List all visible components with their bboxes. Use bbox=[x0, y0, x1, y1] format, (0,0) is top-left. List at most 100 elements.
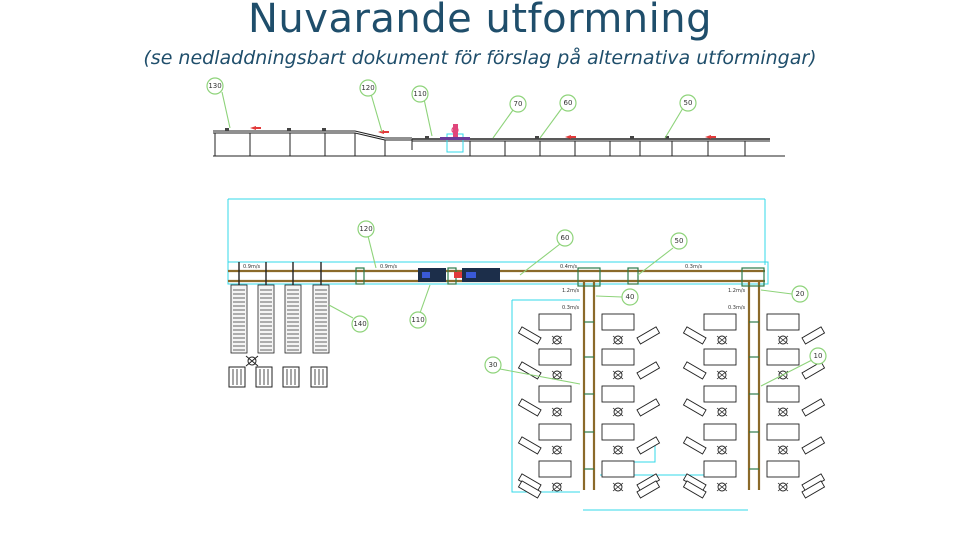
operator-icon bbox=[612, 407, 624, 417]
workstation-table bbox=[766, 460, 800, 478]
svg-text:70: 70 bbox=[514, 100, 523, 108]
page-subtitle: (se nedladdningsbart dokument för försla… bbox=[143, 47, 817, 69]
svg-text:140: 140 bbox=[353, 320, 366, 328]
workstation-table bbox=[766, 385, 800, 403]
workstation-table bbox=[601, 348, 635, 366]
operator-icon bbox=[717, 407, 727, 417]
svg-text:110: 110 bbox=[411, 316, 424, 324]
top-tag-110: 110 bbox=[409, 311, 427, 329]
operator-icon bbox=[552, 370, 562, 380]
operator-icon bbox=[551, 335, 563, 345]
page-title: Nuvarande utformning bbox=[248, 0, 712, 42]
angled-bench bbox=[801, 326, 826, 345]
workstation-table bbox=[703, 348, 737, 366]
angled-bench bbox=[801, 361, 826, 380]
angled-bench bbox=[636, 326, 661, 345]
angled-bench bbox=[517, 480, 542, 499]
top-tag-120: 120 bbox=[357, 220, 375, 238]
operator-icon bbox=[778, 370, 788, 380]
workstation-table bbox=[766, 313, 800, 331]
angled-bench bbox=[636, 398, 661, 417]
top-tag-40: 40 bbox=[621, 288, 639, 306]
workstation-table bbox=[538, 460, 572, 478]
angled-bench bbox=[517, 398, 542, 417]
operator-icon bbox=[777, 482, 789, 492]
angled-bench bbox=[801, 398, 826, 417]
speed-label: 0.9m/s bbox=[380, 264, 398, 270]
operator-icon bbox=[716, 445, 728, 455]
speed-label: 0.4m/s bbox=[560, 264, 578, 270]
operator-icon bbox=[612, 445, 624, 455]
operator-icon bbox=[552, 335, 562, 345]
workstation-table bbox=[538, 423, 572, 441]
workstation-table bbox=[703, 460, 737, 478]
speed-label: 0.3m/s bbox=[728, 305, 746, 311]
operator-icon bbox=[612, 482, 624, 492]
operator-icon bbox=[717, 335, 727, 345]
angled-bench bbox=[636, 361, 661, 380]
speed-label: 1.2m/s bbox=[728, 288, 746, 294]
workstation-table bbox=[538, 385, 572, 403]
operator-icon bbox=[552, 482, 562, 492]
operator-icon bbox=[717, 445, 727, 455]
feeder-lanes bbox=[228, 262, 330, 388]
operator-icon bbox=[717, 482, 727, 492]
angled-bench bbox=[636, 436, 661, 455]
svg-text:40: 40 bbox=[626, 293, 635, 301]
operator-icon bbox=[551, 407, 563, 417]
operator-icon bbox=[778, 445, 788, 455]
svg-text:50: 50 bbox=[684, 99, 693, 107]
angled-bench bbox=[682, 398, 707, 417]
top-tag-20: 20 bbox=[791, 285, 809, 303]
svg-text:30: 30 bbox=[489, 361, 498, 369]
operator-icon bbox=[613, 482, 623, 492]
svg-text:120: 120 bbox=[361, 84, 374, 92]
workstation-table bbox=[538, 348, 572, 366]
top-tag-50: 50 bbox=[670, 232, 688, 250]
svg-text:60: 60 bbox=[564, 99, 573, 107]
angled-bench bbox=[517, 436, 542, 455]
operator-icon bbox=[777, 335, 789, 345]
angled-bench bbox=[517, 326, 542, 345]
workstation-table bbox=[601, 460, 635, 478]
operator-icon bbox=[716, 482, 728, 492]
angled-bench bbox=[682, 326, 707, 345]
speed-label: 0.3m/s bbox=[685, 264, 703, 270]
operator-icon bbox=[778, 407, 788, 417]
top-view: 0.9m/s 0.9m/s 0.4m/s 0.3m/s 1.2m/s 0.3m/… bbox=[227, 198, 827, 511]
operator-icon bbox=[612, 335, 624, 345]
operator-icon bbox=[551, 445, 563, 455]
svg-text:60: 60 bbox=[561, 234, 570, 242]
top-tag-30: 30 bbox=[484, 356, 502, 374]
angled-bench bbox=[801, 436, 826, 455]
workstation-table bbox=[766, 348, 800, 366]
operator-icon bbox=[777, 445, 789, 455]
angled-bench bbox=[801, 480, 826, 499]
speed-label: 0.9m/s bbox=[243, 264, 261, 270]
side-tag-50: 50 bbox=[679, 94, 697, 112]
side-tag-110: 110 bbox=[411, 85, 429, 103]
speed-label: 1.2m/s bbox=[562, 288, 580, 294]
operator-icon bbox=[613, 335, 623, 345]
operator-icon bbox=[778, 335, 788, 345]
workstation-table bbox=[703, 385, 737, 403]
operator-icon bbox=[716, 407, 728, 417]
operator-icon bbox=[777, 407, 789, 417]
operator-icon bbox=[612, 370, 624, 380]
angled-bench bbox=[682, 480, 707, 499]
operator-icon bbox=[613, 407, 623, 417]
operator-icon bbox=[717, 370, 727, 380]
operator-icon bbox=[778, 482, 788, 492]
svg-text:50: 50 bbox=[675, 237, 684, 245]
operator-icon bbox=[551, 482, 563, 492]
top-tag-140: 140 bbox=[351, 315, 369, 333]
angled-bench bbox=[682, 436, 707, 455]
svg-text:20: 20 bbox=[796, 290, 805, 298]
workstation-table bbox=[703, 313, 737, 331]
workstation-table bbox=[703, 423, 737, 441]
angled-bench bbox=[682, 361, 707, 380]
svg-text:10: 10 bbox=[814, 352, 823, 360]
workstation-table bbox=[601, 423, 635, 441]
workstation-table bbox=[538, 313, 572, 331]
